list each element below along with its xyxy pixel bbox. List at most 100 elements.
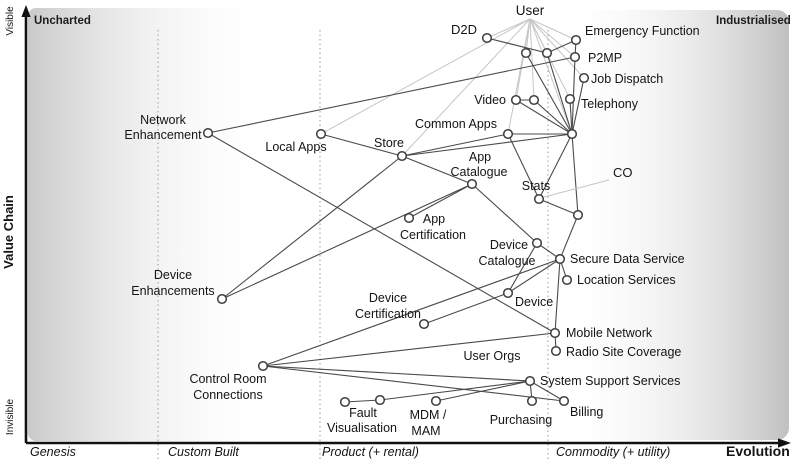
node-device — [502, 287, 514, 299]
label-mobile-network: Mobile Network — [566, 326, 653, 340]
edge-app-catalogue-device-catalogue — [471, 183, 538, 244]
label-radio-site-coverage: Radio Site Coverage — [566, 345, 681, 359]
node-p2mp — [569, 51, 581, 63]
label-common-apps: Common Apps — [415, 117, 497, 131]
edge-device-certification-device — [423, 292, 509, 325]
label-telephony: Telephony — [581, 97, 639, 111]
edge-user-store — [401, 18, 531, 157]
edge-network-enhancement-mobile-network — [207, 132, 556, 334]
edge-n1-hub — [525, 52, 573, 135]
label-device-catalogue: Device — [490, 238, 528, 252]
label-app-catalogue: App — [469, 150, 491, 164]
node-common-apps — [502, 128, 514, 140]
edge-control-room-connections-billing — [262, 365, 565, 402]
invisible-label: Invisible — [5, 399, 16, 436]
edge-d2d-n2 — [486, 37, 548, 54]
node-device-certification — [418, 318, 430, 330]
node-n3 — [528, 94, 540, 106]
label-app-certification: App — [423, 212, 445, 226]
node-n2 — [541, 47, 553, 59]
edge-emergency-function-n2 — [546, 39, 577, 54]
node-control-room-connections — [257, 360, 269, 372]
label-purchasing: Purchasing — [490, 413, 553, 427]
label-billing: Billing — [570, 405, 603, 419]
visible-label: Visible — [5, 6, 16, 36]
node-hub — [566, 128, 578, 140]
label-location-services: Location Services — [577, 273, 676, 287]
label-job-dispatch: Job Dispatch — [591, 72, 663, 86]
edge-stats-co — [538, 198, 579, 216]
edge-user-n3 — [529, 18, 535, 101]
label-network-enhancement: Network — [140, 113, 187, 127]
edge-billing-system-support-services — [529, 380, 565, 402]
stage-label-3: Product (+ rental) — [322, 445, 419, 459]
edge-hub-stats — [538, 133, 573, 200]
node-d2d — [481, 32, 493, 44]
label-store: Store — [374, 136, 404, 150]
edge-user-common-apps — [507, 18, 531, 135]
node-billing — [558, 395, 570, 407]
edge-telephony-hub — [569, 98, 573, 135]
node-local-apps — [315, 128, 327, 140]
label-device-enhancements-2: Enhancements — [131, 284, 214, 298]
edge-user-p2mp — [529, 18, 576, 58]
edge-co-secure-data-service — [559, 214, 579, 260]
edge-user-local-apps — [320, 18, 531, 135]
label-local-apps: Local Apps — [265, 140, 326, 154]
label-emergency-function: Emergency Function — [585, 24, 700, 38]
edge-user-emergency-function — [529, 18, 577, 41]
node-mdm-mam — [430, 395, 442, 407]
edge-store-hub — [401, 133, 573, 157]
edge-secure-data-service-mobile-network — [554, 258, 561, 334]
edge-common-apps-stats — [507, 133, 540, 200]
node-emergency-function — [570, 34, 582, 46]
node-telephony — [564, 93, 576, 105]
label-device-certification: Device — [369, 291, 407, 305]
node-radio-site-coverage — [550, 345, 562, 357]
node-job-dispatch — [578, 72, 590, 84]
edge-local-apps-store — [320, 133, 403, 157]
label-stats: Stats — [522, 179, 551, 193]
edge-control-room-connections-mobile-network — [262, 332, 556, 367]
node-video — [510, 94, 522, 106]
edge-job-dispatch-hub — [571, 77, 585, 135]
label-control-room-connections: Control Room — [189, 372, 266, 386]
genesis-shade-panel — [28, 8, 276, 441]
label-device-enhancements: Device — [154, 268, 192, 282]
edge-device-enhancements-store — [221, 155, 403, 300]
edge-store-common-apps — [401, 133, 509, 157]
node-system-support-services — [524, 375, 536, 387]
label-d2d: D2D — [451, 22, 477, 37]
edge-device-enhancements-app-catalogue — [221, 183, 473, 300]
label-fault-vis-b-2: Visualisation — [327, 421, 397, 435]
label-mdm-mam-2: MAM — [411, 424, 440, 438]
edge-fault-vis-b-system-support-services — [379, 380, 531, 401]
node-stats — [533, 193, 545, 205]
edge-control-room-connections-system-support-services — [262, 365, 531, 382]
edge-fault-vis-a-fault-vis-b — [344, 399, 381, 403]
label-app-catalogue-2: Catalogue — [451, 165, 508, 179]
node-fault-vis-b — [374, 394, 386, 406]
edge-user-d2d — [486, 18, 531, 39]
label-video: Video — [474, 93, 506, 107]
x-axis-arrowhead — [778, 438, 791, 448]
stage-label-4: Commodity (+ utility) — [556, 445, 670, 459]
edge-store-app-catalogue — [401, 155, 473, 185]
label-system-support-services: System Support Services — [540, 374, 680, 388]
label-fault-vis-b: Fault — [349, 406, 377, 420]
edge-mdm-mam-system-support-services — [435, 380, 531, 402]
co-label-leader-line — [543, 179, 610, 198]
node-device-enhancements — [216, 293, 228, 305]
node-fault-vis-a — [339, 396, 351, 408]
commodity-shade-panel — [556, 10, 789, 440]
edge-control-room-connections-secure-data-service — [262, 258, 561, 367]
edge-hub-co — [571, 133, 579, 216]
node-n1 — [520, 47, 532, 59]
label-control-room-connections-2: Connections — [193, 388, 263, 402]
node-secure-data-service — [554, 253, 566, 265]
node-network-enhancement — [202, 127, 214, 139]
node-mobile-network — [549, 327, 561, 339]
node-co — [572, 209, 584, 221]
evolution-axis-title: Evolution — [726, 443, 790, 459]
